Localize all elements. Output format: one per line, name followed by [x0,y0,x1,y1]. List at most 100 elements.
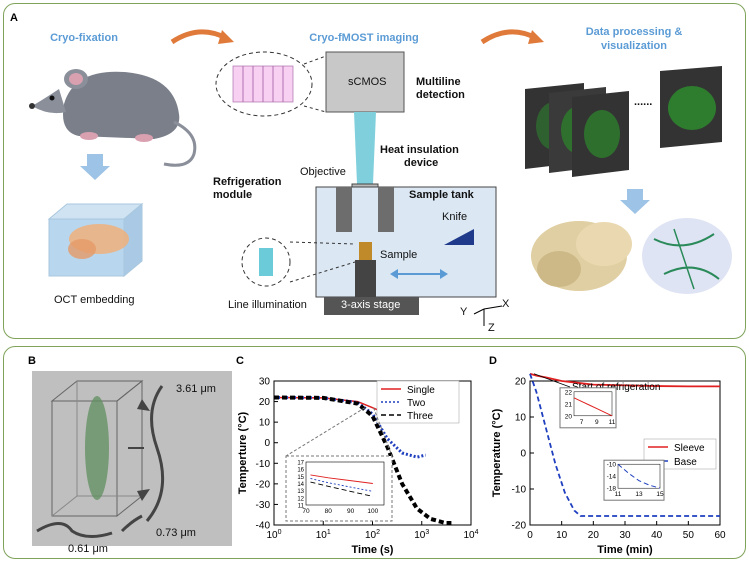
chart-c-inset-ytick-label: 12 [297,496,304,502]
heading-visualization: visualization [600,40,668,52]
chart-d-inset-ytick-label: -14 [607,474,617,481]
down-arrow-icon [80,154,110,180]
chart-c-inset-xtick-label: 100 [367,508,378,515]
chart-d-inset-frame [573,391,613,417]
heading-cryo-fmost: Cryo-fMOST imaging [309,32,419,44]
line-illumination-label: Line illumination [228,299,307,311]
axis-y-label: Y [460,306,468,318]
chart-d-inset-series [573,397,613,417]
chart-d-ytick-label: 20 [515,377,527,388]
orange-arrowhead-icon [218,30,234,44]
chart-d-inset-xtick-label: 7 [580,419,584,426]
sample-holder [355,260,376,297]
scmos-label: sCMOS [348,76,387,88]
chart-c-inset-xtick-label: 90 [347,508,355,515]
multiline-label: Multiline [416,76,461,88]
chart-d-inset-ytick-label: 20 [565,413,573,420]
chart-c-ytick-label: -20 [256,479,271,490]
chart-d-inset-ytick-label: 21 [565,401,573,408]
heat-insulation-device-label: device [404,157,439,169]
chart-c-inset-series-single [310,474,373,484]
chart-d-xtick-label: 10 [556,530,568,541]
chart-d-xlabel: Time (min) [597,544,653,556]
chart-d-inset-box [559,387,617,429]
chart-c-series-two [273,395,426,459]
z-profile-curve [145,385,165,522]
dim-x-label: 0.61 μm [68,543,108,555]
chart-d-inset-xtick-label: 13 [635,491,643,498]
panel-c-label: C [236,355,244,367]
chart-c-legend-label: Two [407,398,426,409]
chart-d-inset-ytick-label: -18 [607,486,617,493]
orange-arrowhead-icon-2 [528,30,544,44]
chart-d-xtick-label: 0 [527,530,533,541]
down-arrow-icon-2 [620,189,650,214]
chart-d-inset-series [617,463,661,489]
light-beam [354,112,376,184]
chart-c-inset-xtick-label: 70 [302,508,310,515]
objective-label: Objective [300,166,346,178]
sample-label: Sample [380,249,418,261]
chart-d-ytick-label: 10 [515,413,527,424]
chart-c-inset-ytick-label: 11 [298,504,305,510]
chart-d-inset-xtick-label: 9 [595,419,599,426]
chart-c-inset-series-three [310,481,373,497]
stage-label: 3-axis stage [341,299,401,311]
chart-c-inset-connector [285,407,366,457]
heat-insulation-label: Heat insulation [380,144,459,156]
axis-x-label: X [502,298,510,310]
chart-d-annotation-arrow [533,373,571,388]
dim-z-label: 3.61 μm [176,383,216,395]
chart-c-ytick-label: 10 [259,418,271,429]
chart-c-ytick-label: -40 [256,521,271,532]
orange-arrow-icon [170,29,228,45]
heading-cryo-fixation: Cryo-fixation [50,32,118,44]
mouse-icon [29,69,197,167]
heat-insulation-left [336,187,352,232]
brain-slice-images [525,66,722,177]
knife-label: Knife [442,211,468,223]
refrigeration-label: Refrigeration [213,176,282,188]
chart-d-inset-box [603,459,665,501]
chart-c-ytick-label: 0 [264,438,270,449]
chart-d-xtick-label: 40 [651,530,663,541]
orange-arrow-icon-2 [480,29,538,45]
chart-c-inset-xtick-label: 80 [325,508,333,515]
chart-c-xtick-label: 103 [414,529,429,541]
chart-d-inset-ytick-label: 22 [565,389,573,396]
panel-d-label: D [489,355,497,367]
chart-c-inset-box [285,455,393,522]
chart-d-xtick-label: 20 [588,530,600,541]
oct-embedding-label: OCT embedding [54,294,135,306]
chart-c-series-three [273,395,452,525]
multiline-magnifier-icon [215,51,327,117]
panel-a-illustration [29,29,732,326]
chart-d-legend-label: Base [674,457,697,468]
y-profile-curve [120,514,143,533]
chart-c-ylabel: Temperture (°C) [237,411,249,494]
chart-d-legend-label: Sleeve [674,443,705,454]
chart-c-legend-label: Single [407,385,435,396]
psf-illustration [32,371,232,546]
chart-c-inset-connector [373,407,393,457]
axis-z-label: Z [488,322,495,334]
panel-a: A Cryo-fixation Cryo-fMOST imaging Data … [3,3,746,339]
chart-c-xtick-label: 101 [316,529,331,541]
knife-icon [444,229,474,245]
chart-c-xtick-label: 100 [266,529,281,541]
chart-d-ytick-label: -20 [512,521,527,532]
x-profile-curve [36,522,113,538]
chart-d-inset-xtick-label: 15 [656,491,664,498]
chart-d-ylabel: Temperature (°C) [491,408,503,497]
chart-d-xtick-label: 60 [714,530,726,541]
psf-ellipsoid [85,396,109,500]
sample-tank-label: Sample tank [409,189,474,201]
brain-3d-icon [531,221,632,291]
ellipsis-label: ...... [634,96,653,108]
chart-c-xlabel: Time (s) [352,544,394,556]
chart-c-inset-series-two [310,478,373,492]
chart-c-legend-label: Three [407,411,434,422]
chart-c-xtick-label: 102 [365,529,380,541]
